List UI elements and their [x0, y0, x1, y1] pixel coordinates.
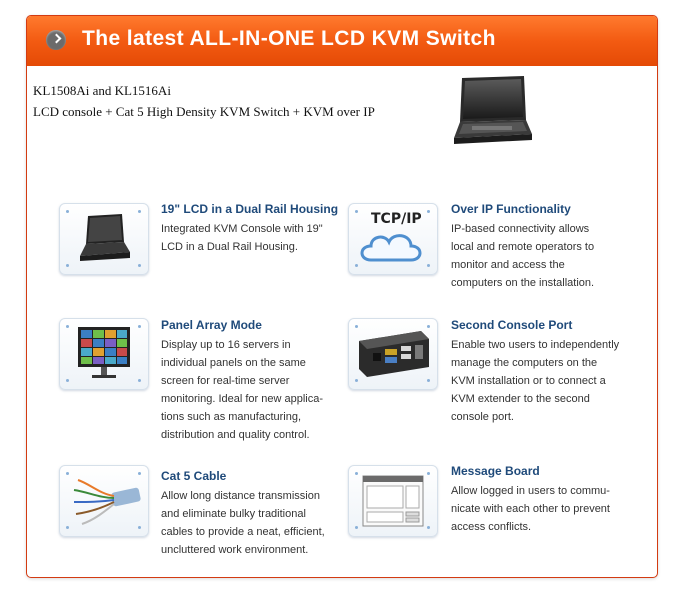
feature-description-line: Display up to 16 servers in	[161, 339, 291, 351]
console-port-icon	[359, 331, 429, 377]
feature-description-line: individual panels on the same	[161, 357, 306, 369]
feature-title: Over IP Functionality	[451, 202, 571, 216]
feature-description-line: distribution and quality control.	[161, 429, 310, 441]
chevron-right-icon	[46, 30, 66, 50]
feature-description-line: tions such as manufacturing,	[161, 411, 302, 423]
feature-description-line: KVM installation or to connect a	[451, 375, 606, 387]
feature-description-line: Enable two users to independently	[451, 339, 620, 351]
feature-thumb-console-port	[348, 318, 438, 390]
feature-description-line: nicate with each other to prevent	[451, 503, 610, 515]
feature-description: IP-based connectivity allows local and r…	[451, 220, 621, 292]
title-banner: The latest ALL-IN-ONE LCD KVM Switch	[27, 16, 657, 66]
feature-description-line: Allow long distance transmission	[161, 490, 320, 502]
feature-description-line: LCD in a Dual Rail Housing.	[161, 241, 298, 253]
feature-thumb-panel-array	[59, 318, 149, 390]
feature-thumb-message-board	[348, 465, 438, 537]
banner-title: The latest ALL-IN-ONE LCD KVM Switch	[82, 27, 496, 50]
feature-description: Integrated KVM Console with 19" LCD in a…	[161, 220, 331, 256]
feature-description-line: Allow logged in users to commu-	[451, 485, 610, 497]
feature-description-line: monitoring. Ideal for new applica-	[161, 393, 324, 405]
lcd-kvm-product-image	[454, 76, 532, 144]
message-board-icon	[362, 475, 424, 527]
feature-description-line: screen for real-time server	[161, 375, 290, 387]
feature-description-line: IP-based connectivity allows	[451, 223, 590, 235]
feature-thumb-lcd	[59, 203, 149, 275]
panel-array-monitor-icon	[78, 327, 130, 378]
feature-description-line: cables to provide a neat, efficient,	[161, 526, 325, 538]
feature-description: Allow long distance transmission and eli…	[161, 487, 331, 559]
lcd-console-icon	[80, 214, 130, 261]
feature-description: Display up to 16 servers in individual p…	[161, 336, 331, 444]
feature-description: Allow logged in users to commu- nicate w…	[451, 482, 621, 536]
feature-title: 19" LCD in a Dual Rail Housing	[161, 202, 339, 216]
feature-description-line: computers on the installation.	[451, 277, 595, 289]
feature-title: Cat 5 Cable	[161, 469, 227, 483]
feature-description-line: Integrated KVM Console with 19"	[161, 223, 323, 235]
product-description: LCD console + Cat 5 High Density KVM Swi…	[33, 104, 375, 119]
feature-description-line: uncluttered work environment.	[161, 544, 309, 556]
feature-description-line: console port.	[451, 411, 514, 423]
feature-description-line: monitor and access the	[451, 259, 565, 271]
feature-title: Panel Array Mode	[161, 318, 262, 332]
model-names: KL1508Ai and KL1516Ai	[33, 83, 171, 98]
feature-thumb-tcpip: TCP/IP	[348, 203, 438, 275]
tcp-ip-cloud-icon	[360, 234, 422, 262]
feature-description-line: manage the computers on the	[451, 357, 598, 369]
feature-description-line: and eliminate bulky traditional	[161, 508, 306, 520]
cat5-cable-icon	[73, 479, 141, 525]
feature-description-line: access conflicts.	[451, 521, 532, 533]
feature-title: Message Board	[451, 464, 540, 478]
feature-description: Enable two users to independently manage…	[451, 336, 621, 426]
feature-description-line: KVM extender to the second	[451, 393, 590, 405]
feature-description-line: local and remote operators to	[451, 241, 595, 253]
feature-thumb-cat5	[59, 465, 149, 537]
feature-title: Second Console Port	[451, 318, 573, 332]
tcp-ip-label: TCP/IP	[371, 211, 422, 227]
